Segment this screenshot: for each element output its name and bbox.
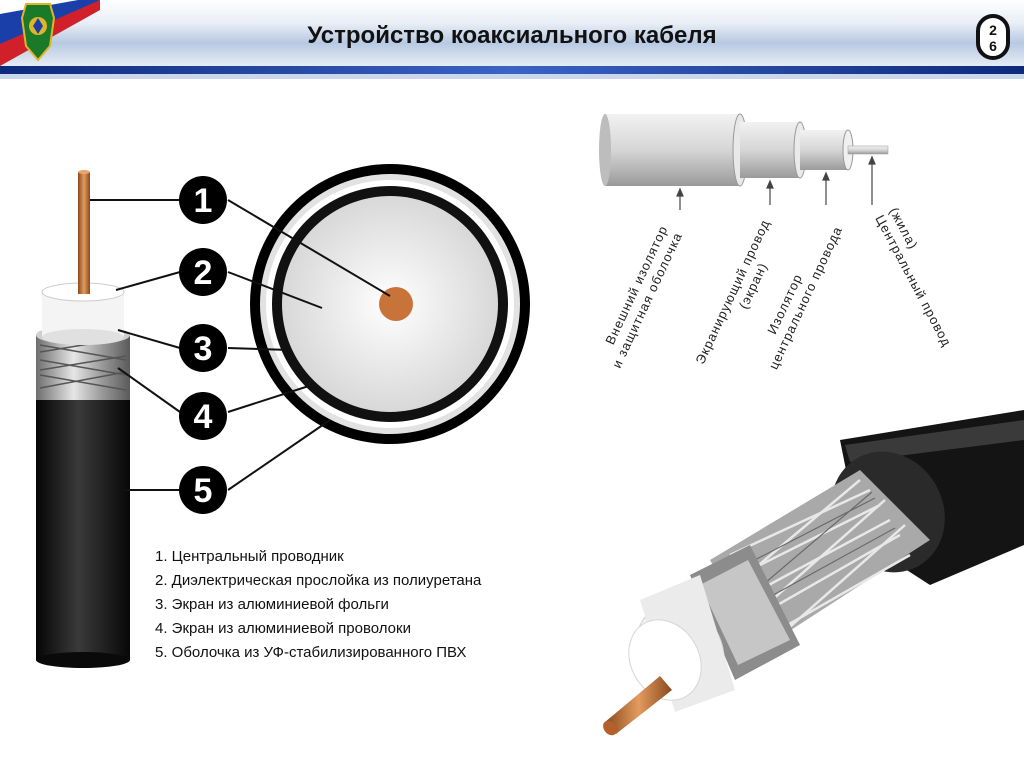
legend-item-5: 5. Оболочка из УФ-стабилизированного ПВХ xyxy=(155,644,467,661)
legend-list: 1. Центральный проводник 2. Диэлектричес… xyxy=(155,545,481,665)
page-title: Устройство коаксиального кабеля xyxy=(307,22,717,49)
legend-item-2: 2. Диэлектрическая прослойка из полиурет… xyxy=(155,572,482,589)
layered-cable xyxy=(599,113,889,210)
layer-insulator xyxy=(800,130,848,170)
callout-number: 4 xyxy=(194,398,213,436)
legend-item-4: 4. Экран из алюминиевой проволоки xyxy=(155,620,411,637)
callout-2: 2 xyxy=(179,248,227,296)
slide-number-digit-1: 2 xyxy=(989,22,997,38)
cable-photo xyxy=(603,410,1024,736)
callout-number: 1 xyxy=(194,182,213,220)
layer-core xyxy=(847,145,889,155)
callout-number: 5 xyxy=(194,472,213,510)
callout-4: 4 xyxy=(179,392,227,440)
label-outer-jacket: Внешний изолятор и защитная оболочка xyxy=(602,223,685,371)
layer-shield xyxy=(740,122,800,178)
header-stripe xyxy=(0,66,1024,74)
layer-outer-jacket xyxy=(605,114,740,186)
slide-number-badge: 2 6 xyxy=(976,14,1010,60)
label-line: Экранирующий провод xyxy=(692,217,772,366)
callout-3: 3 xyxy=(179,324,227,372)
label-insulator: Изолятор центрального провода xyxy=(764,224,846,372)
cable-jacket xyxy=(36,395,130,660)
legend-item-3: 3. Экран из алюминиевой фольги xyxy=(155,596,389,613)
slide-header: Устройство коаксиального кабеля 2 6 xyxy=(0,0,1024,79)
callout-1: 1 xyxy=(179,176,227,224)
label-core: Центральный провод (жила) xyxy=(872,205,954,349)
callout-number: 3 xyxy=(194,330,213,368)
slide-number-digit-2: 6 xyxy=(989,38,997,54)
callout-number: 2 xyxy=(194,254,213,292)
cable-jacket-bottom xyxy=(36,652,130,668)
emblem-icon xyxy=(0,0,100,66)
label-line: центрального провода xyxy=(766,224,846,372)
cross-section xyxy=(250,164,530,444)
leader-lines xyxy=(90,199,391,491)
callout-5: 5 xyxy=(179,466,227,514)
cable-diagram: 1 2 3 4 5 Внешний изолятор и защит xyxy=(36,113,1024,736)
vertical-cable xyxy=(36,170,130,668)
cable-core xyxy=(78,172,90,294)
header-stripe-light xyxy=(0,74,1024,79)
legend-item-1: 1. Центральный проводник xyxy=(155,548,344,565)
